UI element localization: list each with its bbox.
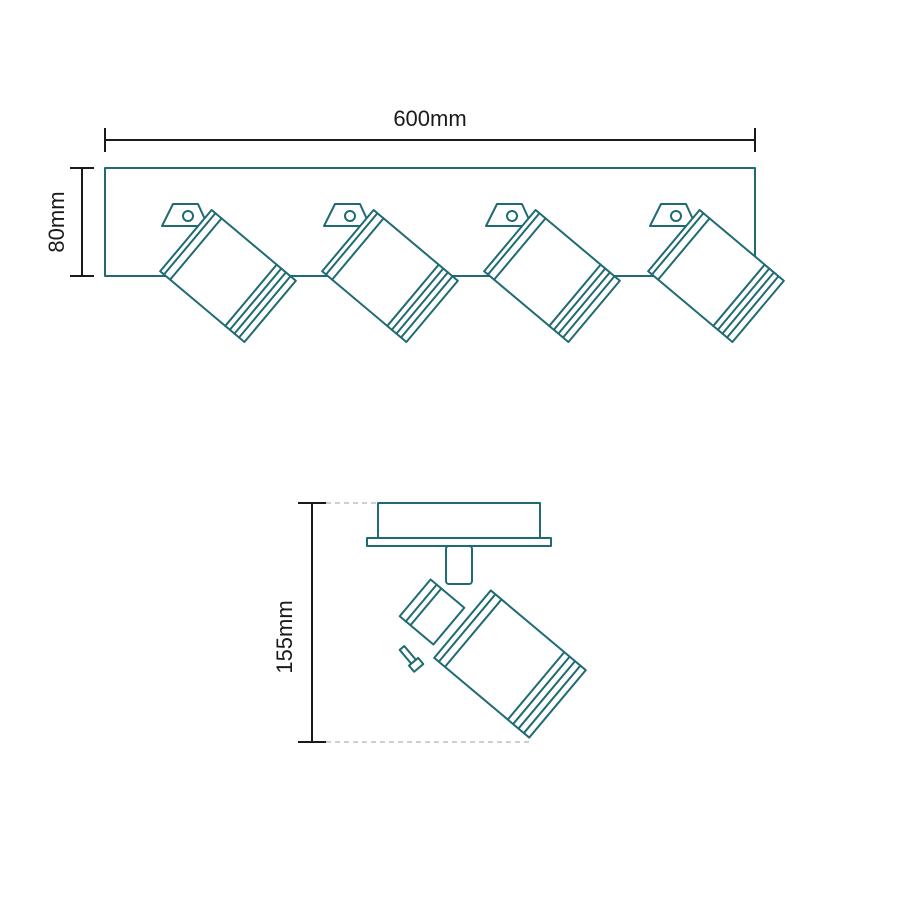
spotlight-2 — [321, 203, 459, 343]
side-view-fixture — [366, 502, 587, 739]
side-height-label: 155mm — [272, 600, 297, 673]
spotlight-3 — [483, 203, 621, 343]
spotlight-4 — [647, 203, 785, 343]
side-height-dimension: 155mm — [272, 502, 532, 743]
width-dimension: 600mm — [104, 106, 756, 152]
width-label: 600mm — [393, 106, 466, 131]
bar-height-dimension: 80mm — [44, 167, 94, 277]
bar-height-label: 80mm — [44, 191, 69, 252]
spotlight-1 — [159, 203, 297, 343]
